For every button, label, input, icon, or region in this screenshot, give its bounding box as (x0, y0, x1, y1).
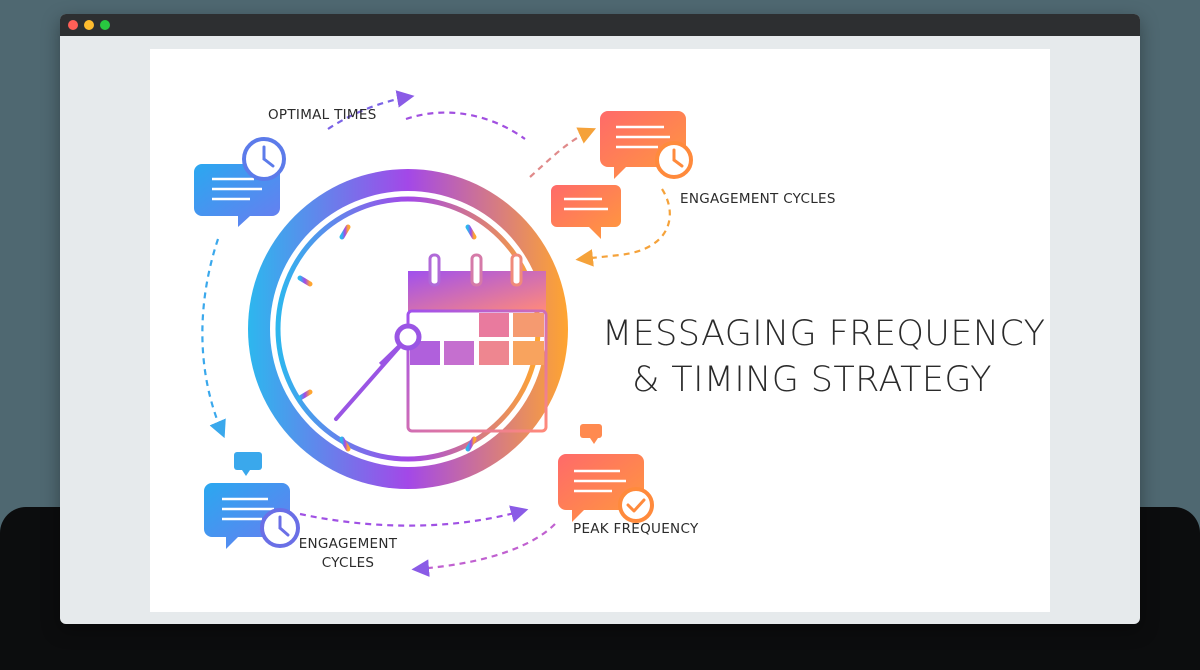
slide-canvas: OPTIMAL TIMES ENGAGEMENT CYCLES PEAK FRE… (150, 49, 1050, 612)
maximize-window-button[interactable] (100, 20, 110, 30)
chat-clock-icon (600, 111, 693, 179)
title-line-1: MESSAGING FREQUENCY (602, 314, 1046, 354)
chat-clock-icon (204, 452, 300, 549)
chat-icon (551, 185, 621, 239)
title-bar (60, 14, 1140, 36)
title-line-2: & TIMING STRATEGY (632, 360, 992, 400)
minimize-window-button[interactable] (84, 20, 94, 30)
chat-clock-icon (194, 137, 286, 227)
browser-window: OPTIMAL TIMES ENGAGEMENT CYCLES PEAK FRE… (60, 14, 1140, 624)
close-window-button[interactable] (68, 20, 78, 30)
chat-check-icon (558, 424, 654, 523)
page-title: MESSAGING FREQUENCY & TIMING STRATEGY (602, 311, 1046, 403)
connector-arrows (201, 90, 671, 577)
infographic-illustration (194, 90, 693, 577)
label-optimal-times: OPTIMAL TIMES (268, 107, 377, 123)
label-engagement-cycles-bottom: ENGAGEMENT CYCLES (298, 536, 398, 571)
calendar-icon (394, 253, 548, 433)
label-peak-frequency: PEAK FREQUENCY (573, 521, 699, 537)
label-engagement-cycles-right: ENGAGEMENT CYCLES (680, 191, 836, 207)
